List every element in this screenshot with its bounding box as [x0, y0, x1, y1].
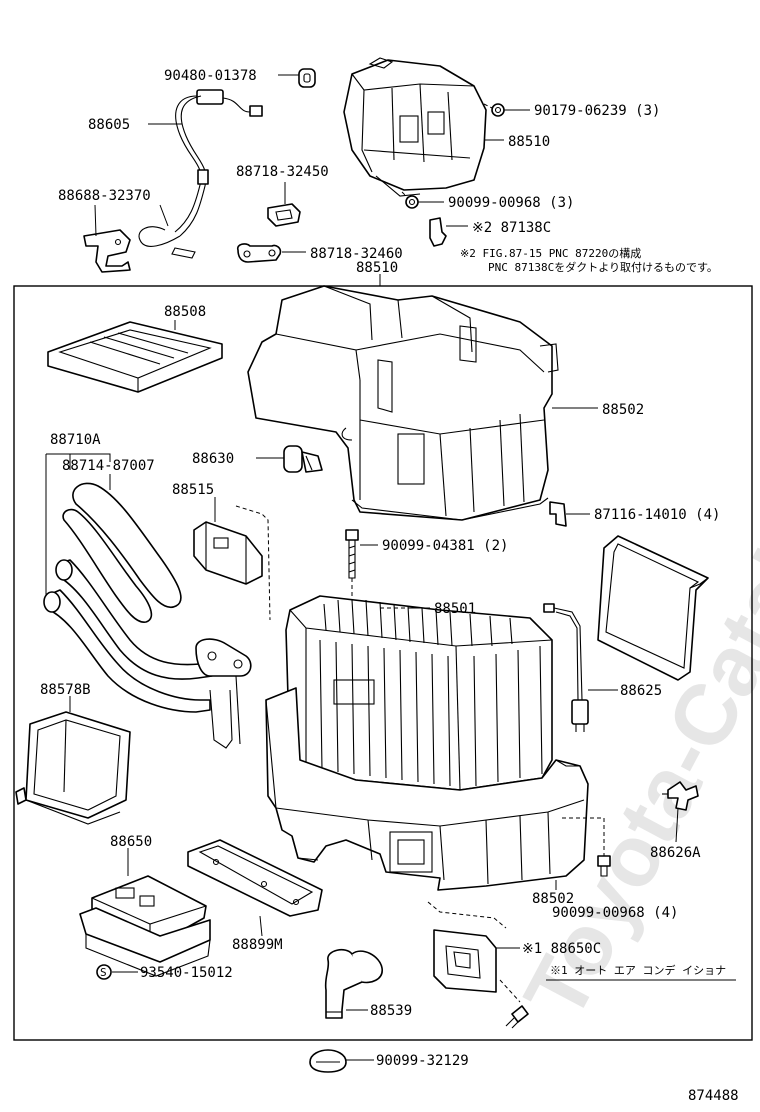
label-88710A: 88710A	[50, 432, 101, 448]
label-88630: 88630	[192, 451, 234, 467]
wire-harness-88605	[138, 89, 263, 259]
label-88501: 88501	[434, 601, 476, 617]
actuator-88515	[193, 521, 263, 585]
clip-88718-32450	[267, 203, 301, 227]
label-87138C: ※2 87138C	[472, 220, 551, 236]
screw-90099-00968-4	[597, 855, 611, 877]
evaporator-88501	[285, 595, 553, 791]
label-90179-06239: 90179-06239 (3)	[534, 103, 660, 119]
upper-case-88502	[247, 285, 559, 521]
label-93540-15012: 93540-15012	[140, 965, 233, 981]
label-88502-bottom: 88502	[532, 891, 574, 907]
marker-s: S	[96, 964, 112, 980]
diagram-number: 874488	[688, 1088, 739, 1104]
lower-case-88502	[265, 687, 589, 891]
label-88508: 88508	[164, 304, 206, 320]
note-2-line1: ※2 FIG.87-15 PNC 87220の構成	[460, 247, 641, 260]
label-88718-32460: 88718-32460	[310, 246, 403, 262]
label-90099-04381: 90099-04381 (2)	[382, 538, 508, 554]
heater-core-88578B	[15, 711, 131, 825]
label-90480-01378: 90480-01378	[164, 68, 257, 84]
label-88718-32450: 88718-32450	[236, 164, 329, 180]
screw-88650C	[505, 1005, 529, 1029]
label-90099-00968-4: 90099-00968 (4)	[552, 905, 678, 921]
assembly-frame	[13, 285, 753, 1041]
label-88650C: ※1 88650C	[522, 941, 601, 957]
label-90099-32129: 90099-32129	[376, 1053, 469, 1069]
part-87138C	[429, 217, 447, 247]
label-88578B: 88578B	[40, 682, 91, 698]
label-90099-00968-3: 90099-00968 (3)	[448, 195, 574, 211]
note-1: ※1 オート エア コンデ イショナ	[550, 963, 726, 977]
amplifier-88650	[79, 875, 211, 977]
sensor-88650C	[433, 929, 497, 993]
screw-90099-00968-3	[405, 195, 419, 209]
label-88539: 88539	[370, 1003, 412, 1019]
label-88626A: 88626A	[650, 845, 701, 861]
label-87116-14010: 87116-14010 (4)	[594, 507, 720, 523]
pipe-group-88710A	[43, 453, 252, 749]
thermistor-88625	[543, 603, 589, 732]
label-88605: 88605	[88, 117, 130, 133]
label-88502-top: 88502	[602, 402, 644, 418]
label-88714-87007: 88714-87007	[62, 458, 155, 474]
label-88899M: 88899M	[232, 937, 283, 953]
blower-unit-88510	[343, 57, 487, 197]
label-88625: 88625	[620, 683, 662, 699]
seal-frame-right	[597, 535, 709, 681]
clip-88626A	[662, 781, 699, 811]
label-88510-frame: 88510	[356, 260, 398, 276]
label-88510-top: 88510	[508, 134, 550, 150]
plate-88899M	[187, 839, 323, 917]
label-88515: 88515	[172, 482, 214, 498]
hose-88539	[324, 948, 383, 1019]
bracket-88688-32370	[83, 229, 131, 273]
nut-90179-06239	[491, 103, 505, 117]
grommet-90099-32129	[309, 1049, 347, 1073]
grommet-90480-01378	[298, 68, 316, 88]
marker-s-text: S	[100, 966, 107, 979]
clip-87116-14010	[549, 501, 567, 527]
clip-88718-32460	[236, 243, 282, 263]
label-88688-32370: 88688-32370	[58, 188, 151, 204]
bolt-90099-04381	[345, 529, 359, 579]
note-2-line2: PNC 87138Cをダクトより取付けるものです。	[488, 260, 718, 274]
air-filter-88508	[47, 321, 223, 393]
label-88650: 88650	[110, 834, 152, 850]
sensor-88630	[283, 445, 323, 473]
